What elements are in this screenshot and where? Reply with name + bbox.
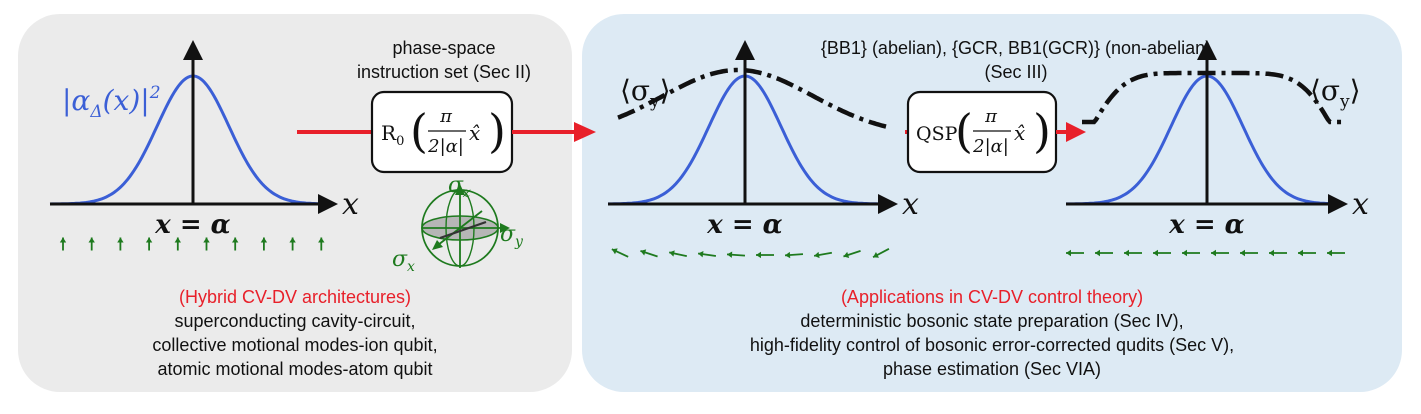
middle-sigma-label: ⟨σy⟩ xyxy=(620,74,671,112)
formula-rest: (x)| xyxy=(103,84,150,117)
formula-sup: 2 xyxy=(149,83,161,103)
spin-arrow-icon xyxy=(1269,249,1287,257)
right-gaussian-curve xyxy=(1066,74,1328,206)
middle-x-axis-arrow-icon xyxy=(878,194,898,214)
qsp-open-paren: ( xyxy=(955,104,973,158)
left-center-label: x = α xyxy=(154,210,230,240)
bloch-sphere-icon xyxy=(421,184,510,268)
spin-arrow-icon xyxy=(1298,249,1316,257)
middle-center-label: x = α xyxy=(706,210,782,240)
r0-gate-name: R0 xyxy=(381,121,404,149)
spin-arrow-icon xyxy=(813,251,833,259)
formula-sub: Δ xyxy=(89,102,102,122)
spin-arrow-icon xyxy=(784,251,804,259)
spin-arrow-icon xyxy=(640,249,658,258)
spin-arrow-icon xyxy=(318,237,325,251)
left-y-axis-arrow-icon xyxy=(183,40,203,60)
qsp-gate-name: QSP xyxy=(916,123,958,145)
right-sigma-y-curve xyxy=(1082,70,1342,125)
spin-arrow-icon xyxy=(726,251,746,258)
qsp-operand: x̂ xyxy=(1014,121,1025,145)
right-category-label: (Applications in CV-DV control theory) xyxy=(841,287,1143,307)
right-description-line-2: high-fidelity control of bosonic error-c… xyxy=(750,335,1234,355)
spin-arrow-icon xyxy=(232,237,239,251)
qsp-close-paren: ) xyxy=(1033,104,1051,158)
spin-arrow-icon xyxy=(260,237,268,251)
middle-y-axis-arrow-icon xyxy=(735,40,755,60)
middle-x-axis-label: x xyxy=(902,187,919,222)
r0-gate-formula: R0 ( π 2|α| x̂ ) xyxy=(381,104,506,158)
right-x-axis-label: x xyxy=(1352,187,1369,222)
right-sigma-label: ⟨σy⟩ xyxy=(1310,74,1361,112)
r0-frac-num: π xyxy=(439,106,453,127)
spin-arrow-icon xyxy=(697,251,717,258)
left-formula-label: |αΔ(x)|2 xyxy=(62,83,161,122)
middle-sigma-y-curve xyxy=(617,67,887,129)
spin-arrow-icon xyxy=(1153,249,1171,257)
qsp-frac-num: π xyxy=(984,106,998,127)
right-y-axis-arrow-icon xyxy=(1197,40,1217,60)
right-spin-arrows xyxy=(1066,249,1345,257)
left-gaussian-plot: x x = α |αΔ(x)|2 xyxy=(49,40,359,240)
formula-main: |α xyxy=(62,84,90,117)
left-x-axis-label: x xyxy=(342,187,359,222)
spin-arrow-icon xyxy=(117,237,124,251)
middle-gaussian-plot: x x = α ⟨σy⟩ xyxy=(608,40,919,240)
right-top-subtitle: (Sec III) xyxy=(984,62,1047,82)
spin-arrow-icon xyxy=(756,251,774,259)
bloch-sigma-z: σz xyxy=(448,173,471,201)
spin-arrow-icon xyxy=(1066,249,1084,257)
right-x-axis-arrow-icon xyxy=(1328,194,1348,214)
left-description-line-3: atomic motional modes-atom qubit xyxy=(157,359,432,379)
spin-arrow-icon xyxy=(1327,249,1345,257)
qsp-arrow-right-icon xyxy=(1066,122,1086,142)
spin-arrow-icon xyxy=(203,237,210,251)
spin-arrow-icon xyxy=(843,250,861,258)
right-top-title: {BB1} (abelian), {GCR, BB1(GCR)} (non-ab… xyxy=(821,38,1211,58)
right-description-line-1: deterministic bosonic state preparation … xyxy=(800,311,1183,331)
r0-open-paren: ( xyxy=(410,104,428,158)
spin-arrow-icon xyxy=(1211,249,1229,257)
qsp-frac-den: 2|α| xyxy=(972,136,1009,157)
spin-arrow-icon xyxy=(174,237,181,251)
spin-arrow-icon xyxy=(1182,249,1200,257)
left-gaussian-curve xyxy=(49,74,319,206)
left-spin-arrows xyxy=(59,237,325,251)
right-center-label: x = α xyxy=(1168,210,1244,240)
middle-gaussian-curve xyxy=(608,74,879,206)
left-category-label: (Hybrid CV-DV architectures) xyxy=(179,287,411,307)
middle-spin-arrows xyxy=(611,247,890,259)
r0-frac-den: 2|α| xyxy=(427,136,464,157)
right-description-line-3: phase estimation (Sec VIA) xyxy=(883,359,1101,379)
spin-arrow-icon xyxy=(669,250,687,258)
spin-arrow-icon xyxy=(289,237,296,251)
right-gaussian-plot: x x = α ⟨σy⟩ xyxy=(1066,40,1369,240)
spin-arrow-icon xyxy=(88,237,95,251)
instruction-title-line-2: instruction set (Sec II) xyxy=(357,62,531,82)
bloch-sigma-y: σy xyxy=(500,222,524,250)
r0-close-paren: ) xyxy=(488,104,506,158)
right-panel-bg xyxy=(582,14,1402,392)
spin-arrow-icon xyxy=(611,248,629,258)
spin-arrow-icon xyxy=(145,237,153,251)
instruction-title-line-1: phase-space xyxy=(392,38,495,58)
spin-arrow-icon xyxy=(1124,249,1142,257)
bloch-sigma-x: σx xyxy=(392,247,415,275)
spin-arrow-icon xyxy=(1095,249,1113,257)
left-description-line-1: superconducting cavity-circuit, xyxy=(174,311,415,331)
spin-arrow-icon xyxy=(872,247,890,259)
spin-arrow-icon xyxy=(59,237,67,251)
r0-operand: x̂ xyxy=(469,121,480,145)
red-arrow-right-icon xyxy=(574,122,596,142)
left-x-axis-arrow-icon xyxy=(318,194,338,214)
qsp-gate-formula: QSP ( π 2|α| x̂ ) xyxy=(916,104,1051,158)
spin-arrow-icon xyxy=(1240,249,1258,257)
left-description-line-2: collective motional modes-ion qubit, xyxy=(152,335,437,355)
